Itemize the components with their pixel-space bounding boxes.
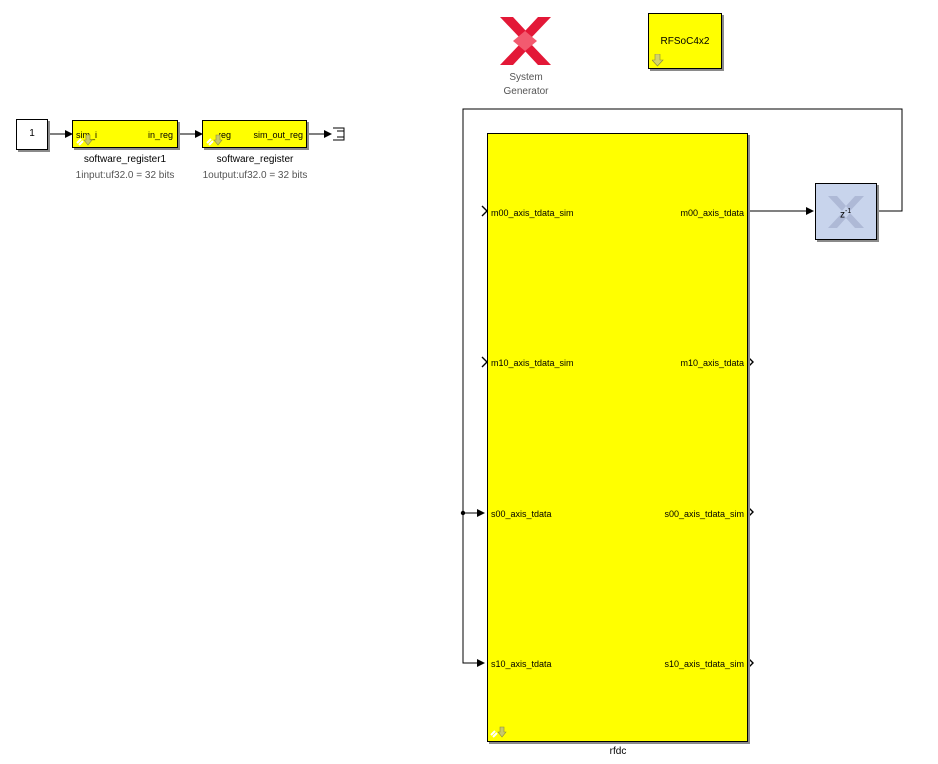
library-link-icon bbox=[76, 134, 93, 146]
rfdc-output-port-3: s10_axis_tdata_sim bbox=[664, 659, 744, 669]
rfdc-input-port-2: s00_axis_tdata bbox=[491, 509, 552, 519]
terminator-block[interactable] bbox=[331, 127, 347, 142]
download-arrow-icon bbox=[652, 54, 664, 67]
wire-feedback-branch bbox=[462, 513, 485, 667]
delay-label: z-1 bbox=[840, 208, 852, 221]
delay-block[interactable]: z-1 bbox=[815, 183, 877, 240]
out-port-label: sim_out_reg bbox=[253, 130, 303, 140]
rfdc-input-port-1: m10_axis_tdata_sim bbox=[491, 358, 574, 368]
rfdc-output-port-1: m10_axis_tdata bbox=[680, 358, 744, 368]
software-register-block[interactable]: in_reg sim_out_reg bbox=[202, 120, 307, 148]
system-generator-label-line2: Generator bbox=[503, 86, 549, 97]
constant-block[interactable]: 1 bbox=[16, 119, 48, 150]
in-port-label: in_reg bbox=[219, 130, 231, 140]
open-port-chevron bbox=[747, 657, 754, 669]
wire-feedback-loop bbox=[462, 108, 903, 517]
wire-junction bbox=[460, 510, 466, 516]
rfsoc-platform-block[interactable]: RFSoC4x2 bbox=[648, 13, 722, 69]
rfdc-input-port-3: s10_axis_tdata bbox=[491, 659, 552, 669]
rfdc-input-port-0: m00_axis_tdata_sim bbox=[491, 208, 574, 218]
open-port-chevron bbox=[747, 356, 754, 368]
xilinx-logo-icon[interactable] bbox=[500, 17, 551, 65]
xilinx-watermark-icon bbox=[828, 196, 864, 228]
constant-value: 1 bbox=[29, 128, 35, 139]
software-register-name: software_register bbox=[216, 154, 294, 165]
rfdc-output-port-2: s00_axis_tdata_sim bbox=[664, 509, 744, 519]
library-link-icon bbox=[490, 726, 507, 738]
open-port-chevron bbox=[747, 506, 754, 518]
software-register1-name: software_register1 bbox=[83, 154, 167, 165]
rfdc-block[interactable]: m00_axis_tdata_sim m10_axis_tdata_sim s0… bbox=[487, 133, 748, 742]
rfdc-output-port-0: m00_axis_tdata bbox=[680, 208, 744, 218]
out-port-label: in_reg bbox=[147, 130, 173, 140]
rfdc-name: rfdc bbox=[609, 746, 627, 757]
library-link-icon bbox=[206, 134, 223, 146]
system-generator-label-line1: System bbox=[509, 72, 543, 83]
software-register1-annotation: 1input:uf32.0 = 32 bits bbox=[75, 170, 175, 181]
rfsoc-label: RFSoC4x2 bbox=[660, 36, 710, 47]
software-register-annotation: 1output:uf32.0 = 32 bits bbox=[202, 170, 308, 181]
software-register1-block[interactable]: sim_i in_reg bbox=[72, 120, 178, 148]
